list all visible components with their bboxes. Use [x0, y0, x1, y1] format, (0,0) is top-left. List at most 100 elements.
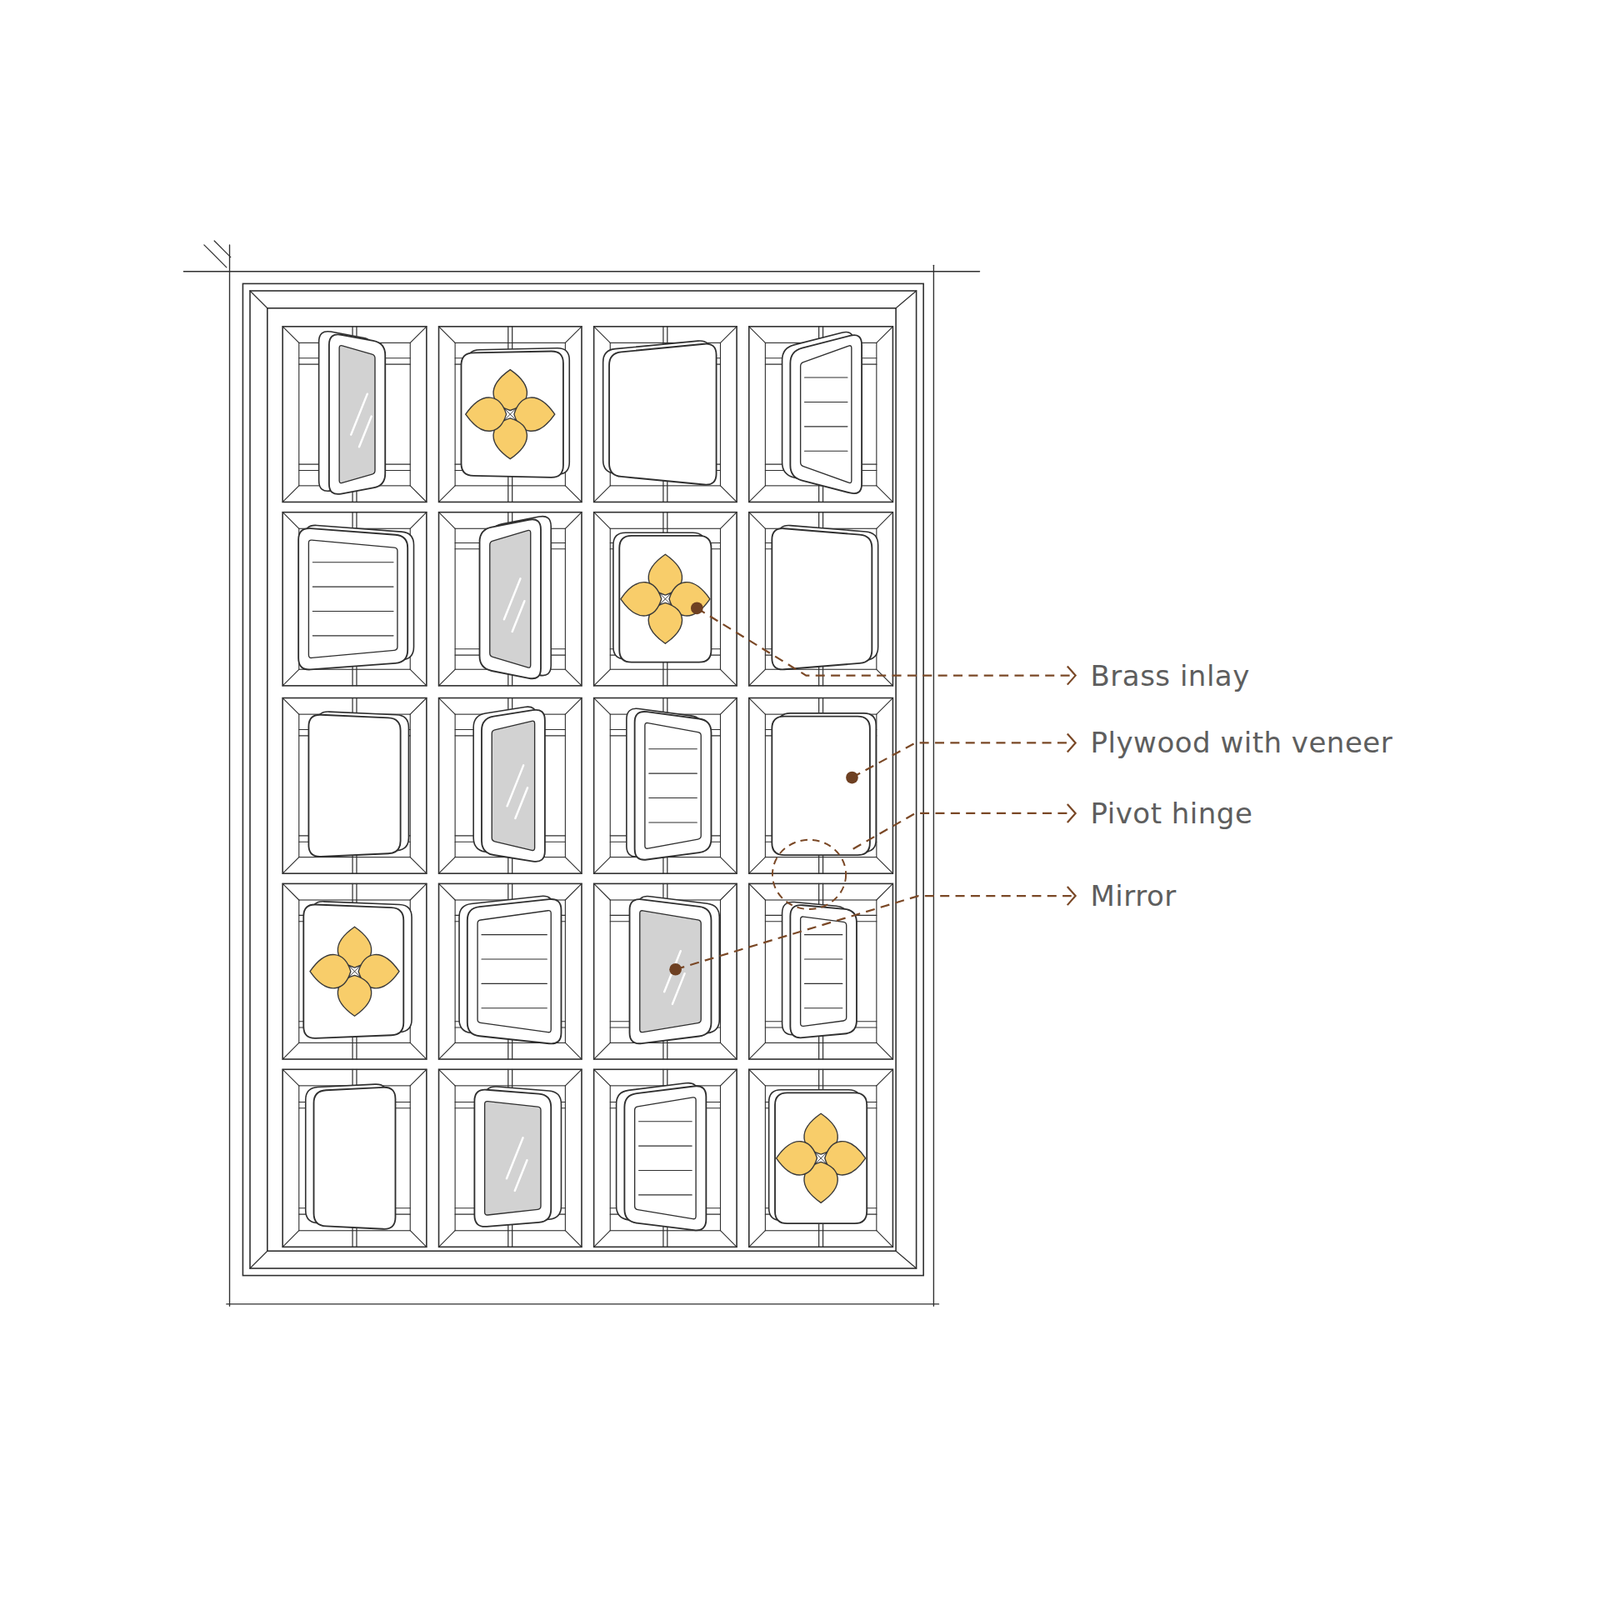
frame-edge [933, 265, 935, 1306]
cell-depth [439, 883, 456, 900]
frame-slat [805, 983, 843, 985]
mirror-glint [515, 787, 528, 819]
cell-depth [565, 1069, 582, 1086]
frame-slat [312, 635, 394, 636]
cell-outline [439, 1069, 582, 1247]
frame-mitre [895, 290, 916, 309]
leader-line [851, 742, 1071, 778]
cell-outline [282, 512, 427, 686]
cell-depth [282, 669, 300, 686]
frame-slat [805, 1007, 843, 1009]
cell-depth [720, 1069, 737, 1086]
cell-depth [410, 485, 427, 503]
panel-face [771, 716, 870, 856]
cell-depth [565, 1042, 582, 1060]
leader-line [696, 608, 1071, 676]
leader-arrowhead [1067, 666, 1076, 685]
screen-cell [282, 512, 427, 686]
cell-outline [282, 698, 427, 875]
cell-back [455, 1085, 565, 1231]
screen-cell [594, 512, 737, 686]
frame-slat [805, 425, 848, 427]
cell-depth [282, 485, 300, 503]
panel-face [329, 334, 385, 495]
screen-cell [439, 326, 582, 503]
floor-line [226, 1303, 940, 1305]
screen-cell [282, 698, 427, 875]
cell-depth [876, 512, 894, 530]
cell-depth [565, 485, 582, 503]
frame-outline [267, 308, 896, 1251]
panel-face [630, 899, 712, 1044]
panel-face [314, 1087, 396, 1230]
cell-depth [410, 883, 427, 900]
mirror-glass [491, 720, 535, 850]
cell-depth [876, 485, 894, 503]
panel-edge [490, 516, 551, 676]
frame-slat [312, 561, 394, 563]
cell-depth [594, 485, 611, 503]
cell-depth [439, 1069, 456, 1086]
cell-outline [594, 326, 737, 503]
cell-depth [565, 326, 582, 344]
cell-depth [565, 512, 582, 530]
cell-back [299, 714, 410, 857]
cell-depth [410, 857, 427, 875]
frame-slat [639, 1120, 693, 1122]
cell-depth [594, 326, 611, 344]
cell-depth [410, 1069, 427, 1086]
cell-back [455, 714, 565, 857]
cell-back [765, 900, 876, 1043]
cell-depth [410, 1042, 427, 1060]
cell-depth [749, 1230, 766, 1248]
frame-slat [481, 958, 547, 960]
leader-line [853, 813, 1072, 850]
screen-cell [439, 698, 582, 875]
frame-slat [805, 377, 848, 379]
cell-depth [439, 485, 456, 503]
cell-back [299, 900, 410, 1043]
callout-label: Plywood with veneer [1089, 725, 1395, 760]
cell-depth [439, 857, 456, 875]
screen-cell [594, 326, 737, 503]
frame-slat [649, 773, 698, 775]
cell-outline [594, 883, 737, 1060]
mirror-glint [504, 578, 521, 620]
cell-depth [410, 669, 427, 686]
screen-cell [594, 883, 737, 1060]
cell-depth [876, 883, 894, 900]
cell-depth [749, 1042, 766, 1060]
cell-depth [720, 1042, 737, 1060]
screen-cell [439, 1069, 582, 1247]
cell-depth [720, 512, 737, 530]
panel-face [771, 528, 872, 670]
panel-frame-inner [477, 910, 551, 1033]
callout-label: Pivot hinge [1089, 796, 1255, 831]
cell-depth [594, 669, 611, 686]
cell-depth [749, 883, 766, 900]
cell-depth [594, 1069, 611, 1086]
cell-depth [720, 883, 737, 900]
cell-depth [439, 698, 456, 715]
leader-line [675, 895, 1072, 970]
mirror-glass [485, 1101, 541, 1215]
screen-cell [282, 883, 427, 1060]
panel-face [775, 1092, 867, 1224]
frame-mitre [250, 290, 268, 309]
cell-outline [439, 512, 582, 686]
wall-line [183, 270, 980, 272]
cell-depth [565, 857, 582, 875]
frame-outline [250, 290, 917, 1269]
frame-slat [805, 401, 848, 403]
cell-depth [282, 1230, 300, 1248]
mirror-glass [490, 530, 531, 668]
cell-outline [594, 698, 737, 875]
cell-depth [720, 326, 737, 344]
cell-outline [282, 1069, 427, 1247]
cell-depth [749, 326, 766, 344]
cell-outline [594, 512, 737, 686]
panel-face [619, 535, 711, 663]
screen-cell [594, 1069, 737, 1247]
panel-frame-inner [800, 916, 847, 1026]
